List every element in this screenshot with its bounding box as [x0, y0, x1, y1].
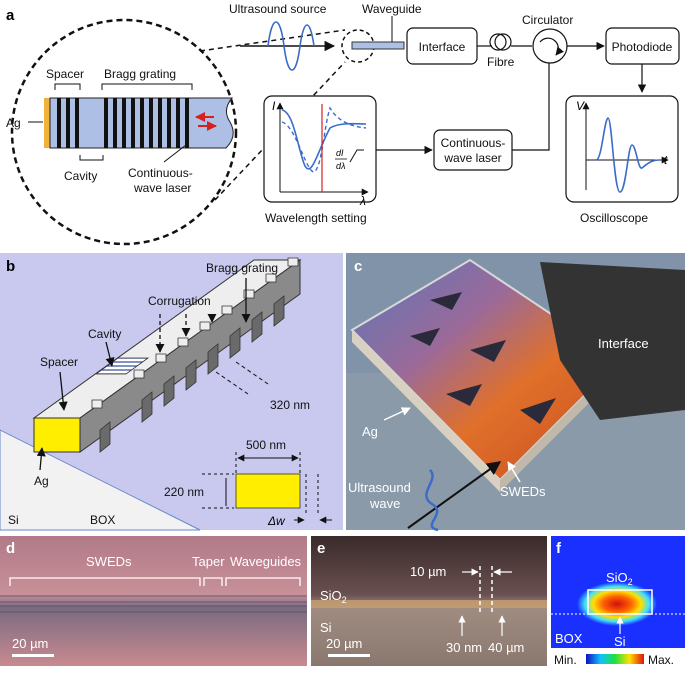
axis-I: I [272, 99, 276, 113]
panel-e-sio2-label: SiO2 [320, 588, 347, 605]
panel-f-sio2-label: SiO2 [606, 570, 633, 587]
axis-t: t [664, 153, 668, 167]
cw-laser-label-1: Continuous- [441, 136, 506, 150]
cross-section [235, 473, 301, 509]
panel-d-scale-bar [12, 654, 54, 657]
panel-f-box-label: BOX [555, 631, 583, 646]
panel-b-ag-label: Ag [34, 474, 49, 488]
panel-c-letter: c [354, 258, 362, 275]
colorbar [586, 654, 644, 664]
axis-lambda: λ [359, 194, 366, 208]
panel-f: f SiO2 Si BOX Min. Max. [551, 536, 685, 667]
wavelength-setting-label: Wavelength setting [265, 211, 367, 225]
dlambda-label: dλ [336, 161, 345, 171]
panel-b: b [0, 253, 343, 531]
panel-d-scale-label: 20 µm [12, 636, 48, 651]
sensor-devices [410, 292, 556, 424]
box-label: BOX [90, 513, 115, 527]
panel-c-ag-label: Ag [362, 424, 378, 439]
cw-to-circulator [512, 63, 550, 151]
panel-e-letter: e [317, 540, 325, 557]
panel-f-si-label: Si [614, 634, 626, 649]
period-label: 320 nm [270, 398, 310, 412]
colorbar-min-label: Min. [554, 653, 577, 667]
panel-b-letter: b [6, 258, 15, 275]
panel-d-letter: d [6, 540, 15, 557]
ag-layer [44, 98, 50, 148]
oscilloscope-box [565, 95, 679, 203]
transmission-curve [281, 109, 367, 170]
ultrasound-wave [267, 21, 315, 71]
panel-f-letter: f [556, 540, 562, 557]
oscilloscope-label: Oscilloscope [580, 211, 648, 225]
panel-e: e 10 µm SiO2 Si 30 nm 40 µm 20 µm [311, 536, 547, 666]
zoom-cw-label-1: Continuous- [128, 166, 193, 180]
photodiode-label: Photodiode [612, 40, 673, 54]
fibre-coil-1 [489, 33, 507, 51]
panel-e-scale-bar [328, 654, 370, 657]
panel-e-scale-label: 20 µm [326, 636, 362, 651]
chip-edge [352, 330, 500, 492]
gap-label: 30 nm [446, 640, 482, 655]
panel-d: d SWEDs Taper Waveguides 20 µm [0, 536, 307, 666]
panel-e-si-label: Si [320, 620, 332, 635]
panel-c-ultrasound-2: wave [369, 496, 400, 511]
waveguide-layer [311, 600, 547, 608]
spacing-label: 10 µm [410, 564, 446, 579]
panel-d-micrograph [0, 536, 307, 666]
signal-trace [595, 117, 661, 193]
interface-block [540, 262, 685, 420]
dI-label: dI [336, 148, 344, 158]
taper-label: Taper [192, 554, 225, 569]
bragg-bars [104, 98, 189, 148]
zoom-cw-label-2: wave laser [133, 181, 191, 195]
panel-c-ultrasound-1: Ultrasound [348, 480, 411, 495]
ultrasound-source-label: Ultrasound source [229, 2, 327, 16]
circulator-icon [532, 28, 568, 64]
panel-a-letter: a [6, 7, 15, 24]
colorbar-max-label: Max. [648, 653, 674, 667]
axis-V: V [576, 99, 585, 113]
si-label: Si [8, 513, 19, 527]
panel-a: a Spac [6, 2, 680, 246]
cw-laser-label-2: wave laser [443, 151, 501, 165]
panel-b-spacer-label: Spacer [40, 355, 78, 369]
height-label: 220 nm [164, 485, 204, 499]
waveguides-label: Waveguides [230, 554, 302, 569]
corrugation-label: Corrugation [148, 294, 211, 308]
ag-end-face [33, 417, 81, 453]
mode-hotspot [577, 582, 657, 626]
width-label: 500 nm [246, 438, 286, 452]
panel-c-wave [425, 469, 439, 532]
substrate-layer [0, 429, 201, 531]
zoom-cavity-label: Cavity [64, 169, 97, 183]
waveguide-label: Waveguide [362, 2, 422, 16]
fibre-label: Fibre [487, 55, 515, 69]
spacer-bars [57, 98, 79, 148]
ridge-waveguide [32, 257, 302, 453]
panel-d-sweds-label: SWEDs [86, 554, 132, 569]
length-label: 40 µm [488, 640, 524, 655]
interface-label: Interface [419, 40, 466, 54]
waveguide-bar [351, 41, 405, 50]
circulator-label: Circulator [522, 13, 573, 27]
zoom-bragg-label: Bragg grating [104, 67, 176, 81]
ultrasound-incidence-arrow [407, 461, 502, 529]
fibre-coil-2 [494, 33, 512, 51]
panel-c-sweds-label: SWEDs [500, 484, 546, 499]
zoom-line-top [199, 29, 346, 52]
dw-label: Δw [267, 514, 286, 528]
panel-c-interface-label: Interface [598, 336, 649, 351]
panel-b-bragg-label: Bragg grating [206, 261, 278, 275]
panel-c: Interface c Ag SWEDs Ultrasound wave [346, 253, 685, 532]
zoom-ag-label: Ag [6, 116, 21, 130]
zoom-spacer-label: Spacer [46, 67, 84, 81]
panel-b-cavity-label: Cavity [88, 327, 121, 341]
